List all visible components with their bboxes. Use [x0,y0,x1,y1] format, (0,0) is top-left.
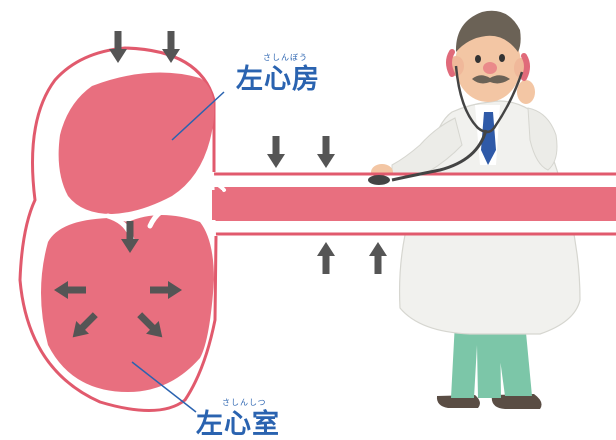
doctor-left-eye [475,55,481,63]
arrow-icon [317,242,335,274]
stethoscope-earpiece-right [524,56,527,78]
arrow-icon [369,242,387,274]
doctor-right-hand [517,80,535,104]
atrium-ruby: さしんぼう [263,54,308,62]
aorta-blood [208,187,616,221]
stethoscope-earpiece-left [449,52,452,74]
stethoscope-chestpiece [368,175,390,185]
arrow-icon [267,136,285,168]
arrow-icon [317,136,335,168]
ventricle-ruby: さしんしつ [222,399,267,407]
aorta-tube [208,173,616,235]
doctor-nose [483,62,497,74]
atrium-label: 左心房 [236,66,320,93]
ventricle-label: 左心室 [196,411,280,438]
doctor-right-eye [499,54,505,62]
heart [20,48,224,411]
heart-to-aorta-bridge [212,190,222,220]
